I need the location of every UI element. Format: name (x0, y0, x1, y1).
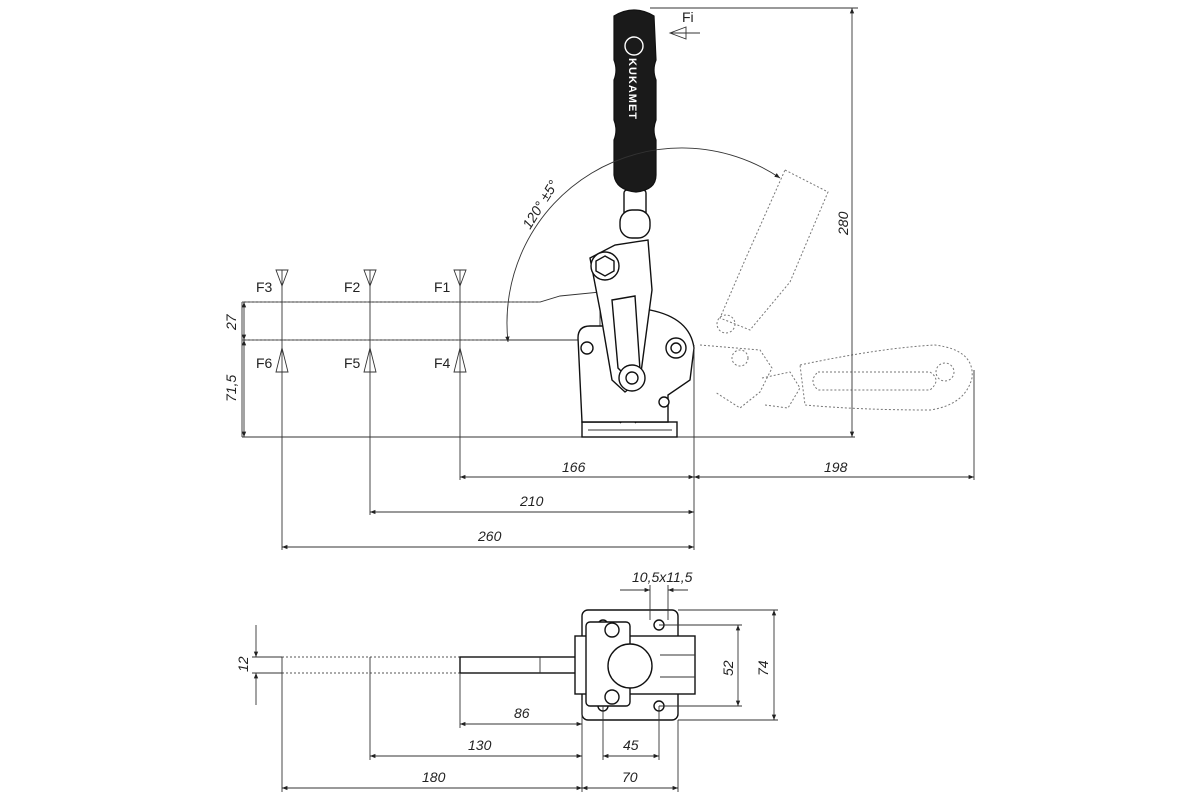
top-view: 12 10,5x11,5 52 74 86 130 45 (235, 569, 778, 792)
dim-27: 27 (223, 313, 239, 331)
force-label-fi: Fi (682, 9, 694, 25)
side-view: KUKAMET 120° ±5° F3 F2 F1 (223, 7, 975, 550)
dim-45: 45 (623, 737, 639, 753)
dim-71-5: 71,5 (223, 375, 239, 402)
dim-280: 280 (835, 211, 851, 236)
dim-210: 210 (519, 493, 544, 509)
force-label-f2: F2 (344, 279, 361, 295)
force-label-f1: F1 (434, 279, 451, 295)
force-arrows-top: F3 F2 F1 (256, 269, 467, 300)
open-position-ghost (699, 169, 973, 411)
handle-knob-top (607, 643, 653, 689)
brand-label: KUKAMET (626, 58, 638, 120)
spindle-arm-top (459, 656, 581, 674)
brand-logo-icon (624, 36, 644, 56)
force-label-f4: F4 (434, 355, 451, 371)
force-label-f6: F6 (256, 355, 273, 371)
dim-12: 12 (235, 656, 251, 672)
dim-130: 130 (468, 737, 492, 753)
dim-198: 198 (824, 459, 848, 475)
dim-86: 86 (514, 705, 530, 721)
dim-166: 166 (562, 459, 586, 475)
dim-260: 260 (477, 528, 502, 544)
ghost-handle (799, 344, 973, 411)
dim-180: 180 (422, 769, 446, 785)
angle-label: 120° ±5° (519, 177, 561, 232)
dim-70: 70 (622, 769, 638, 785)
force-label-f3: F3 (256, 279, 273, 295)
dim-slot: 10,5x11,5 (632, 569, 693, 585)
dim-52: 52 (720, 660, 736, 676)
spindle-arm (242, 291, 601, 341)
base-plate (581, 421, 678, 438)
force-label-f5: F5 (344, 355, 361, 371)
force-arrows-bottom: F6 F5 F4 (256, 347, 467, 373)
swing-arc (505, 147, 781, 343)
dim-74: 74 (755, 660, 771, 676)
